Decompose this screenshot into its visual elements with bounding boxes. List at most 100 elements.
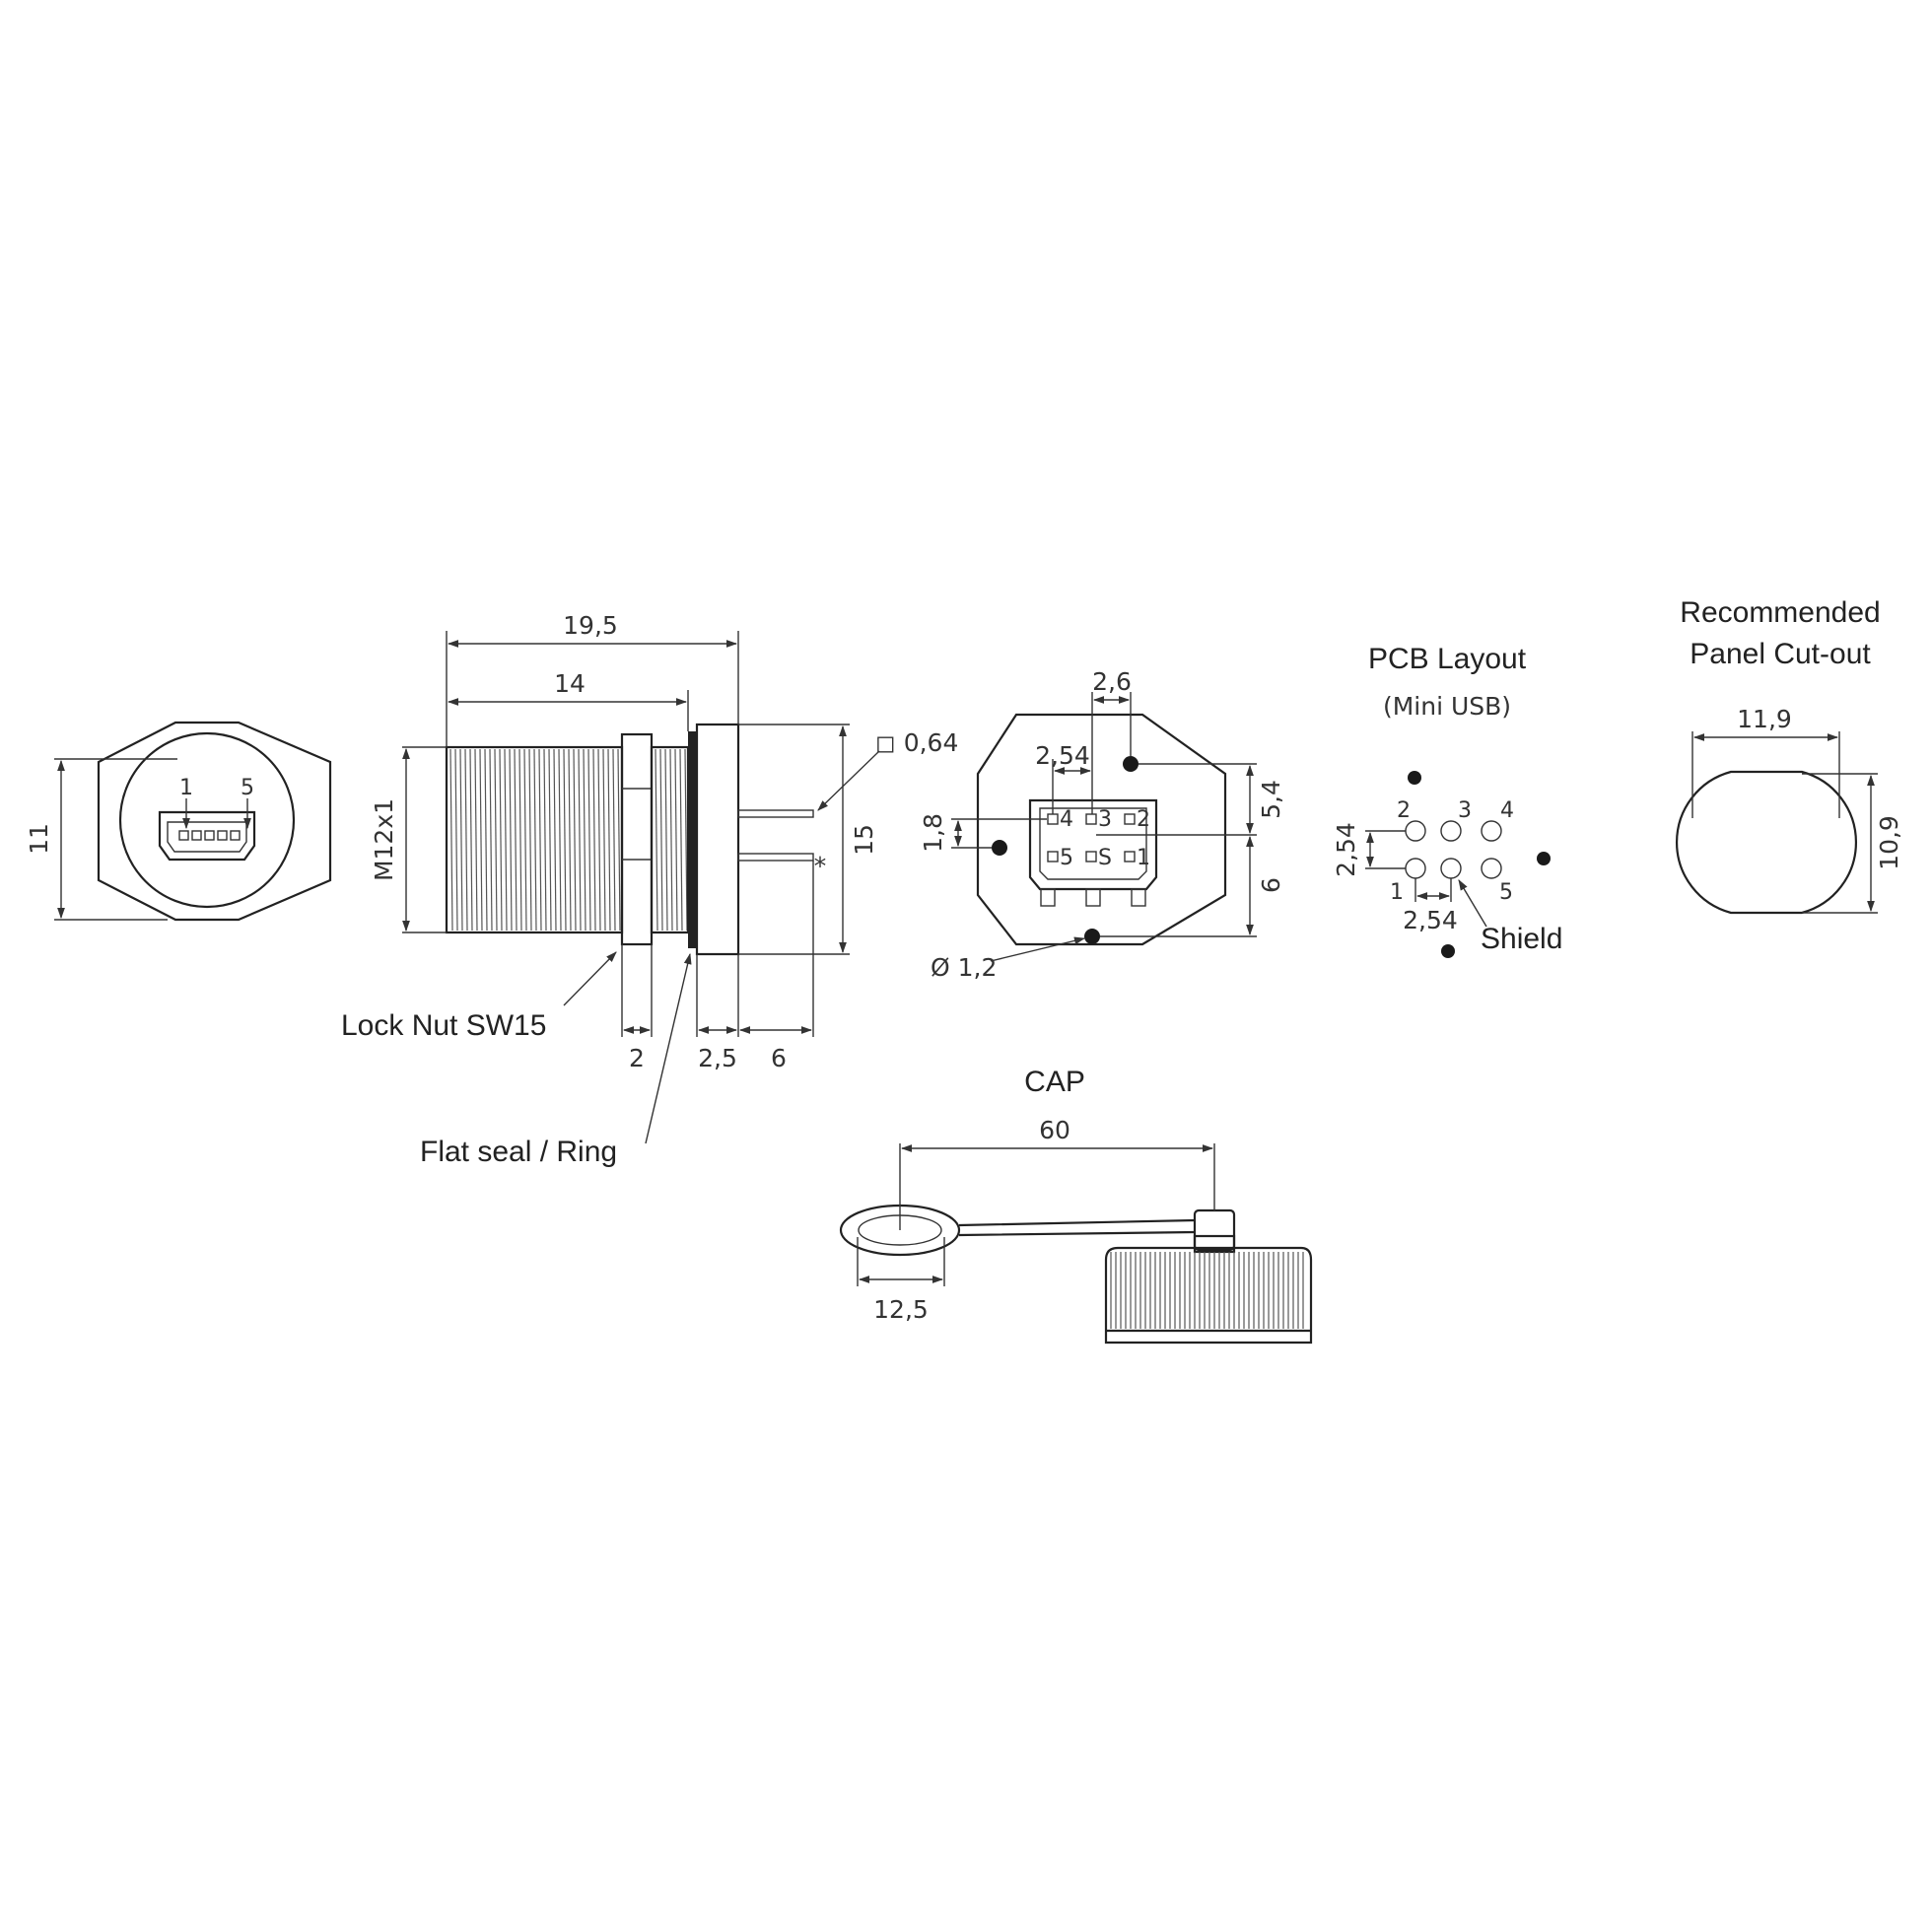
pcb-hole	[1481, 858, 1502, 879]
pcb-mount-hole	[1537, 852, 1551, 865]
rear-pitch-label: 2,54	[1035, 741, 1090, 770]
rear-solder-tabs	[1040, 888, 1146, 907]
cutout-title-line2: Panel Cut-out	[1690, 638, 1871, 670]
pin-pad	[1085, 813, 1097, 825]
pcb-subtitle: (Mini USB)	[1383, 692, 1511, 721]
pcb-hole	[1405, 858, 1426, 879]
thread-line	[543, 748, 547, 932]
socket-contacts	[178, 830, 241, 841]
pcb-pin-label: 5	[1499, 880, 1513, 905]
front-pin-5-label: 5	[241, 776, 254, 800]
thread-line	[679, 748, 683, 932]
flange-height-label: 15	[850, 824, 878, 856]
thread-line	[568, 748, 572, 932]
pin-pad	[1124, 851, 1136, 862]
overall-length-label: 19,5	[563, 611, 618, 640]
pcb-pin-holes	[1405, 820, 1502, 879]
thread-line	[602, 748, 606, 932]
thread-line	[655, 748, 658, 932]
thread-line	[578, 748, 582, 932]
cutout-height-label: 10,9	[1875, 815, 1903, 870]
mount-hole	[992, 840, 1007, 856]
rear-top-label: 2,6	[1092, 667, 1132, 696]
rear-row-label: 1,8	[919, 813, 947, 853]
thread-line	[669, 748, 673, 932]
rear-pin-label: 2	[1137, 807, 1150, 832]
cap-length-label: 60	[1039, 1116, 1070, 1144]
pin-length-label: 6	[771, 1044, 787, 1072]
thread-line	[449, 748, 453, 932]
front-hex-body	[97, 721, 332, 922]
pcb-title: PCB Layout	[1368, 643, 1527, 675]
mount-hole	[1123, 756, 1138, 772]
rear-socket-inner	[1039, 807, 1147, 880]
thread-line	[553, 748, 557, 932]
thread-line	[607, 748, 611, 932]
thread-line	[494, 748, 498, 932]
pcb-layout: PCB Layout (Mini USB) 2 3 4 1 5 2,54 2,5…	[1332, 643, 1562, 958]
rear-pin-label: 1	[1137, 846, 1150, 870]
flange-thickness-label: 2,5	[698, 1044, 737, 1072]
thread-line	[528, 748, 532, 932]
rear-socket-housing	[1028, 798, 1158, 891]
shield-leader	[1458, 879, 1487, 928]
nut-thickness-label: 2	[629, 1044, 645, 1072]
flat-seal	[688, 731, 697, 948]
pcb-vertical-label: 2,54	[1332, 822, 1360, 877]
rear-pin-label: 5	[1060, 846, 1073, 870]
front-view: 1 5 11	[25, 721, 332, 922]
front-height-label: 11	[25, 823, 53, 855]
thread-line	[592, 748, 596, 932]
thread-line	[533, 748, 537, 932]
thread-line	[464, 748, 468, 932]
thread-line	[548, 748, 552, 932]
pcb-horizontal-label: 2,54	[1403, 906, 1458, 934]
lock-nut-label: Lock Nut SW15	[341, 1009, 546, 1042]
pin-size-leader	[817, 750, 880, 811]
cap-strap	[958, 1218, 1196, 1237]
thread-line	[563, 748, 567, 932]
rear-pin-label: S	[1098, 846, 1112, 870]
thread-spec-label: M12x1	[370, 798, 398, 881]
thread-length-label: 14	[554, 669, 586, 698]
thread-line	[504, 748, 508, 932]
asterisk-note: *	[814, 852, 827, 880]
mini-usb-socket	[158, 810, 256, 862]
pin-pad	[1047, 851, 1059, 862]
thread-line	[459, 748, 463, 932]
rear-view: 4 3 2 5 S 1 2,6 2,54 1,8 5,4 6	[919, 667, 1285, 982]
thread-line	[587, 748, 591, 932]
thread-line	[484, 748, 488, 932]
pcb-hole	[1440, 858, 1462, 879]
thread-lines	[449, 748, 688, 932]
thread-line	[489, 748, 493, 932]
panel-cutout: Recommended Panel Cut-out 11,9 10,9	[1675, 596, 1903, 915]
pcb-hole	[1440, 820, 1462, 842]
pcb-pin-label: 4	[1500, 798, 1514, 823]
lock-nut-leader	[563, 951, 617, 1006]
thread-line	[558, 748, 562, 932]
thread-line	[499, 748, 503, 932]
pcb-mount-hole	[1408, 771, 1421, 785]
thread-line	[509, 748, 513, 932]
thread-line	[538, 748, 542, 932]
pin-pad	[1047, 813, 1059, 825]
cap-title: CAP	[1024, 1066, 1085, 1098]
thread-line	[573, 748, 577, 932]
mount-hole	[1084, 929, 1100, 944]
hole-size-label: Ø 1,2	[931, 953, 997, 982]
rear-pins: 4 3 2 5 S 1	[1047, 807, 1150, 870]
side-view: 19,5 14 M12x1 15 ◻ 0,64 * 2 2,5 6 Lock N…	[341, 611, 958, 1168]
cutout-title-line1: Recommended	[1680, 596, 1880, 629]
thread-line	[664, 748, 668, 932]
thread-line	[518, 748, 522, 932]
thread-line	[583, 748, 586, 932]
pcb-pin-label: 1	[1390, 880, 1404, 905]
cutout-shape	[1675, 770, 1858, 915]
thread-line	[597, 748, 601, 932]
rear-lower-label: 6	[1257, 877, 1285, 893]
lock-nut	[620, 732, 654, 946]
thread-line	[469, 748, 473, 932]
pcb-pin-label: 3	[1458, 798, 1472, 823]
